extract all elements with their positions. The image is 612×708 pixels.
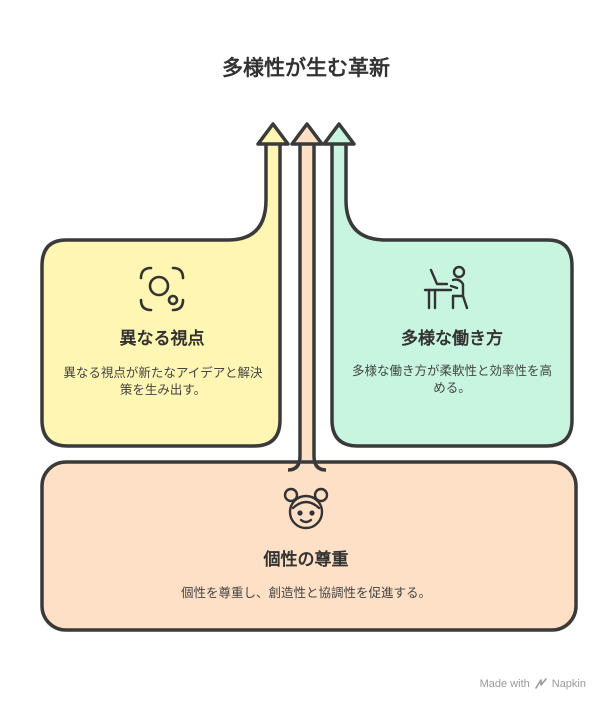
bottom-card [40, 142, 578, 632]
right-card [322, 122, 574, 448]
made-with-napkin[interactable]: Made with Napkin [480, 678, 586, 690]
napkin-brand: Napkin [551, 678, 586, 690]
person-at-desk-icon [423, 265, 469, 310]
center-arrow [287, 122, 327, 472]
left-card-label: 異なる視点 [119, 329, 205, 349]
left-card-description: 異なる視点が新たなアイデアと解決策を生み出す。 [63, 365, 263, 397]
girl-face-icon [283, 487, 329, 530]
focus-scan-icon [139, 266, 185, 312]
right-card-label: 多様な働き方 [401, 329, 503, 349]
made-with-label: Made with [479, 678, 530, 690]
right-card-description: 多様な働き方が柔軟性と効率性を高める。 [352, 363, 553, 395]
napkin-logo-icon [534, 678, 547, 689]
bottom-card-label: 個性の尊重 [263, 550, 349, 570]
bottom-card-description: 個性を尊重し、創造性と協調性を促進する。 [180, 585, 431, 600]
diagram-title: 多様性が生む革新 [222, 56, 390, 80]
left-card [40, 122, 290, 448]
